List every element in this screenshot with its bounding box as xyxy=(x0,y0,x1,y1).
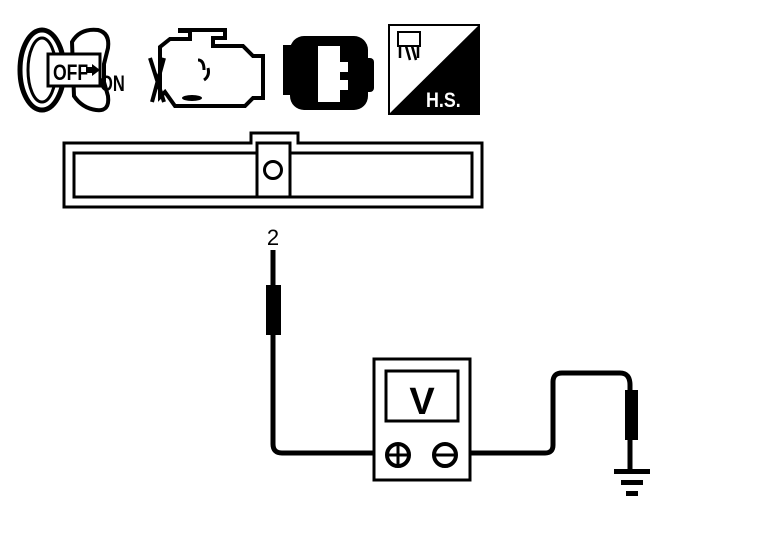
disconnect-connector-icon xyxy=(283,36,374,110)
harness-side-icon: H.S. xyxy=(388,24,480,115)
voltmeter: V xyxy=(372,357,472,482)
positive-test-lead xyxy=(266,250,386,456)
voltmeter-label: V xyxy=(409,381,435,423)
positive-terminal-icon xyxy=(385,442,411,468)
terminal-2-pin xyxy=(263,160,283,180)
engine-stopped-icon xyxy=(148,28,265,108)
ignition-key-icon: OFF ON xyxy=(17,27,125,113)
harness-side-label: H.S. xyxy=(426,89,461,113)
harness-connector xyxy=(62,131,484,209)
ignition-off-label: OFF xyxy=(53,61,88,85)
negative-test-lead xyxy=(456,370,638,470)
negative-terminal-icon xyxy=(432,442,458,468)
ground-symbol-icon xyxy=(614,469,650,496)
terminal-label: 2 xyxy=(267,225,279,250)
ignition-on-label: ON xyxy=(100,72,125,97)
